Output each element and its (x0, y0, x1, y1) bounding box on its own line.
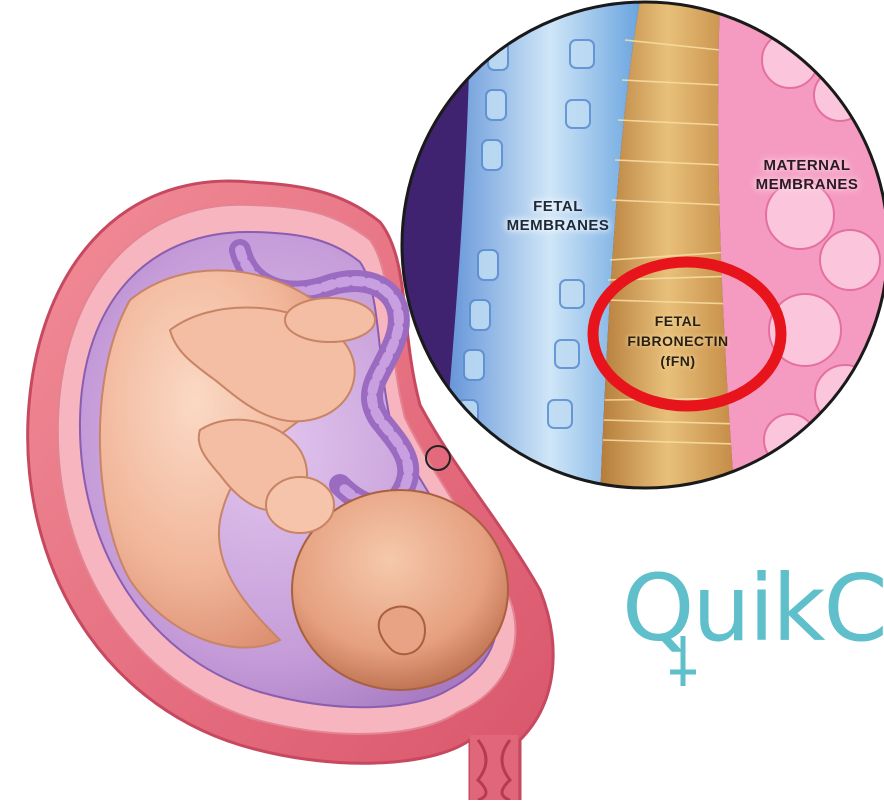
label-maternal-membranes: MATERNAL MEMBRANES (732, 156, 882, 194)
venus-icon (664, 636, 702, 692)
label-line: MEMBRANES (732, 175, 882, 194)
fetus-foot (285, 298, 375, 342)
magnified-view (400, 0, 884, 500)
brand-logo: QuikC (622, 555, 884, 662)
cervix (470, 735, 518, 800)
label-line: MATERNAL (732, 156, 882, 175)
label-fetal-membranes: FETAL MEMBRANES (488, 197, 628, 235)
label-line: FIBRONECTIN (608, 331, 748, 351)
label-line: (fFN) (608, 351, 748, 371)
label-fetal-fibronectin: FETAL FIBRONECTIN (fFN) (608, 311, 748, 371)
label-line: FETAL (488, 197, 628, 216)
label-line: FETAL (608, 311, 748, 331)
label-line: MEMBRANES (488, 216, 628, 235)
